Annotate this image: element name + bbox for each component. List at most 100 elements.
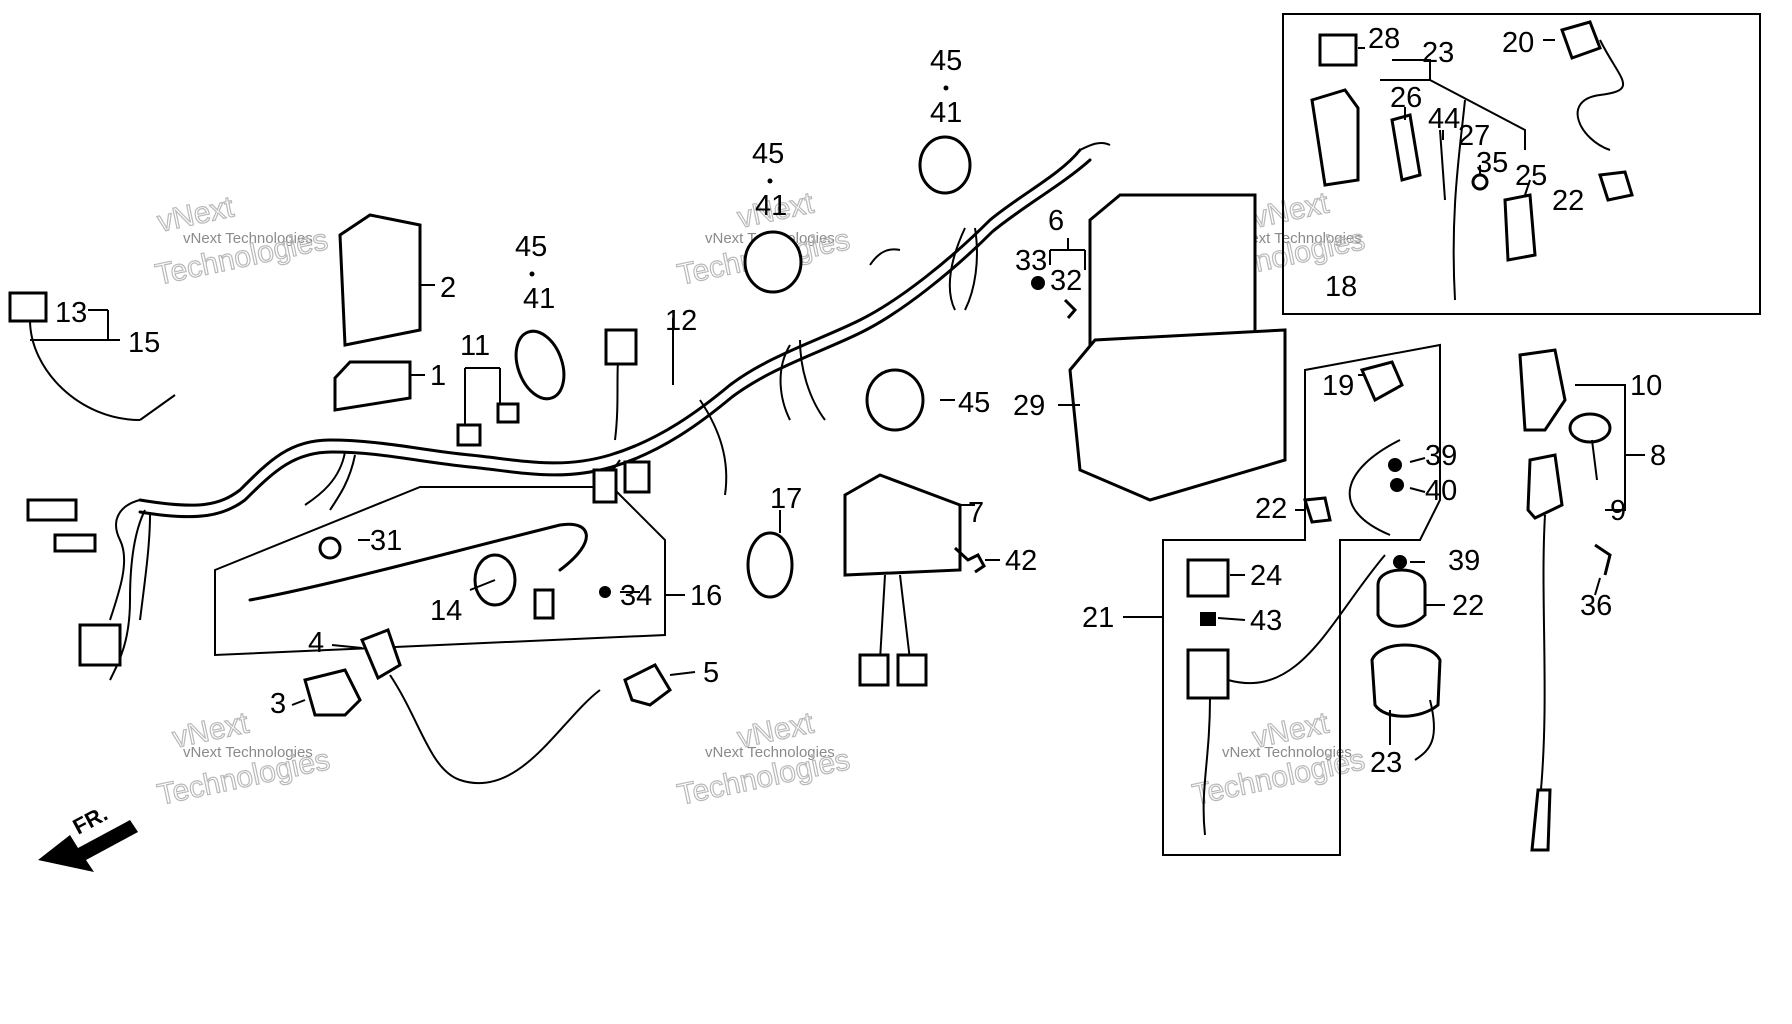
cap-part-20	[1560, 20, 1602, 60]
leader-13-15	[30, 309, 109, 341]
fuse-part-19	[1186, 648, 1230, 700]
lead-part-19	[1227, 554, 1386, 685]
wire-part-14	[248, 522, 588, 602]
connector-part-11	[496, 402, 520, 424]
harness-branch	[799, 339, 826, 421]
front-connector	[26, 498, 78, 522]
callout-19: 21	[1082, 602, 1114, 634]
regulator-wire	[879, 574, 886, 661]
callout-26: 24	[1250, 560, 1282, 592]
leader-3	[291, 699, 306, 706]
harness-branch	[304, 451, 346, 506]
callout-2: 2	[440, 272, 456, 304]
switch-part-9	[1526, 453, 1564, 520]
leader-5	[669, 671, 696, 676]
callout-42: 42	[1005, 545, 1037, 577]
callout-18: 18	[1325, 271, 1357, 303]
callout-40: 40	[1425, 475, 1457, 507]
leader-27	[1524, 179, 1531, 196]
module-part-1	[333, 360, 412, 412]
harness-branch	[964, 227, 978, 311]
callout-7: 7	[968, 497, 984, 529]
switch-wire	[29, 319, 141, 421]
parts: FR.	[8, 20, 1634, 872]
callout-39: 39	[1448, 545, 1480, 577]
screw-part-8	[1591, 439, 1598, 481]
connector-part-9	[1530, 788, 1552, 852]
front-connector	[53, 533, 97, 553]
nut-part-39	[1388, 458, 1402, 472]
separator-dot	[943, 85, 949, 91]
watermark-text: vNext Technologies	[183, 230, 313, 247]
wire-part-29	[1452, 99, 1466, 301]
regulator-rectifier-part-7	[843, 473, 962, 577]
clamp-band-part-17	[746, 531, 794, 599]
leader-40	[1409, 487, 1426, 493]
harness-branch	[948, 227, 966, 311]
switch-wire-end	[139, 394, 176, 421]
callout-22: 22	[1552, 185, 1584, 217]
callout-45: 45	[958, 387, 990, 419]
watermark-logo-brand: vNext	[1250, 186, 1333, 234]
cap-part-3	[303, 668, 362, 717]
bolt-part-35	[1063, 298, 1078, 319]
battery-cable	[1348, 439, 1401, 536]
clamp-band-part-41	[743, 230, 803, 294]
cap-part-8	[1568, 412, 1612, 444]
callout-24: 23	[1370, 747, 1402, 779]
callout-28: 26	[1390, 82, 1422, 114]
callout-9: 9	[1610, 495, 1626, 527]
callout-35: 32	[1050, 265, 1082, 297]
regulator-wire	[899, 574, 911, 661]
lead-part-9	[1539, 514, 1546, 801]
callout-6: 6	[1048, 205, 1064, 237]
callout-11: 11	[460, 330, 490, 362]
holder-part-27	[1503, 193, 1537, 262]
callout-15: 15	[128, 327, 160, 359]
clamp-band-part-41	[514, 329, 566, 401]
nut-part-36	[1031, 276, 1045, 290]
plug-lead	[389, 674, 601, 785]
callout-27: 25	[1515, 160, 1547, 192]
callout-45: 45	[515, 231, 547, 263]
main-wire-harness	[26, 141, 1111, 681]
harness-connector	[604, 328, 638, 366]
front-branch	[139, 514, 151, 621]
front-connector	[78, 623, 122, 667]
bolt-part-42	[953, 546, 986, 574]
watermark-text: vNext Technologies	[183, 744, 313, 761]
lead-part-19	[1202, 697, 1211, 836]
clip-part-43	[1200, 612, 1216, 626]
callout-13: 13	[55, 297, 87, 329]
leader-11	[464, 367, 501, 425]
nut-part-40	[1390, 478, 1404, 492]
starter-relay-part-23	[1376, 568, 1427, 628]
callout-17: 17	[770, 483, 802, 515]
harness-branch	[699, 399, 728, 496]
switch-part-28-body	[1310, 88, 1360, 187]
leader-25	[1380, 59, 1526, 150]
watermark-text: vNext Technologies	[1232, 230, 1362, 247]
callout-39: 39	[1425, 440, 1457, 472]
cap-part-5	[623, 663, 672, 707]
callout-41: 41	[523, 283, 555, 315]
harness-branch	[869, 248, 901, 266]
bolt-part-22	[1598, 170, 1634, 202]
group-outlines	[214, 13, 1761, 856]
bolt-part-22	[1303, 496, 1332, 524]
battery-part-6	[1088, 193, 1257, 352]
callout-29: 27	[1458, 120, 1490, 152]
callout-8: 8	[1650, 440, 1666, 472]
front-branch	[109, 499, 141, 621]
callout-45: 45	[752, 138, 784, 170]
switch-part-28	[1390, 113, 1422, 182]
leader-6	[1049, 238, 1086, 270]
callout-5: 5	[703, 657, 719, 689]
leader-14	[469, 579, 496, 591]
callout-33: 31	[370, 525, 402, 557]
cdi-unit-part-2	[338, 213, 422, 347]
separator-dot	[767, 178, 773, 184]
callout-37: 35	[1476, 147, 1508, 179]
regulator-connector	[896, 653, 928, 687]
callout-12: 12	[665, 305, 697, 337]
